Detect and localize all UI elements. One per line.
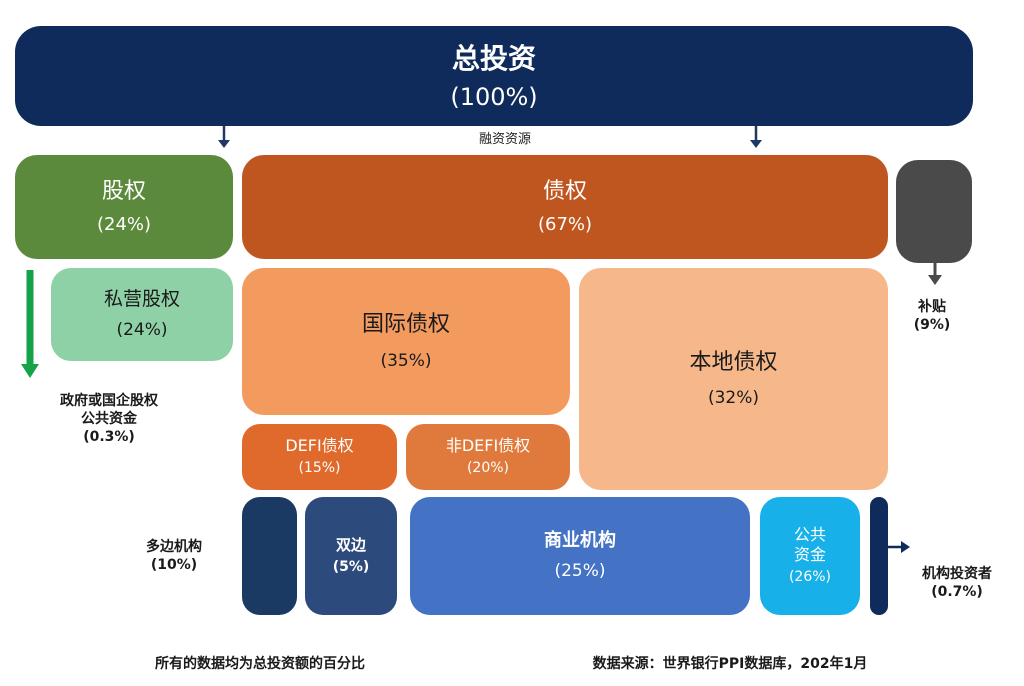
local-debt-title: 本地债权 [689, 349, 778, 375]
arrow-down-icon [928, 263, 942, 285]
public-funds-line2: 资金 [793, 545, 826, 565]
equity-box: 股权 (24%) [15, 155, 233, 259]
commercial-box: 商业机构 (25%) [410, 497, 750, 615]
intl-debt-title: 国际债权 [361, 312, 450, 338]
non-defi-debt-pct: (20%) [466, 460, 510, 477]
private-equity-title: 私营股权 [103, 288, 180, 310]
debt-title: 债权 [542, 179, 587, 204]
arrow-right-icon [888, 541, 910, 553]
subsidy-label: 补贴 (9%) [900, 298, 964, 334]
public-funds-pct: (26%) [788, 569, 832, 586]
arrow-down-icon [218, 126, 230, 148]
private-equity-box: 私营股权 (24%) [51, 268, 233, 361]
equity-title: 股权 [101, 179, 146, 204]
bilateral-pct: (5%) [332, 558, 370, 575]
intl-debt-pct: (35%) [380, 350, 432, 371]
total-investment-pct: (100%) [450, 82, 538, 111]
institutional-bar [870, 497, 888, 615]
local-debt-pct: (32%) [707, 388, 760, 409]
subsidy-title: 补贴 [918, 299, 946, 315]
non-defi-debt-title: 非DEFI债权 [445, 436, 531, 456]
arrow-down-icon [750, 126, 762, 148]
debt-box: 债权 (67%) [242, 155, 888, 259]
multilateral-title: 多边机构 [146, 539, 202, 555]
gov-equity-line2: 公共资金 [81, 411, 137, 428]
debt-pct: (67%) [537, 213, 593, 235]
private-equity-pct: (24%) [116, 319, 168, 340]
footer-note: 所有的数据均为总投资额的百分比 [155, 656, 365, 672]
source-label: 融资资源 [478, 132, 531, 147]
defi-debt-box: DEFI债权 (15%) [242, 424, 397, 490]
arrow-down-icon [21, 270, 39, 378]
gov-equity-pct: (0.3%) [83, 429, 135, 446]
subsidy-pct: (9%) [913, 317, 951, 334]
multilateral-label: 多边机构 (10%) [126, 538, 222, 574]
footer-source: 数据来源：世界银行PPI数据库，202年1月 [592, 656, 868, 672]
multilateral-box [242, 497, 297, 615]
total-investment-title: 总投资 [451, 41, 536, 75]
public-funds-line1: 公共 [793, 525, 826, 545]
intl-debt-box: 国际债权 (35%) [242, 268, 570, 415]
public-funds-box: 公共 资金 (26%) [760, 497, 860, 615]
institutional-title: 机构投资者 [922, 566, 992, 582]
gov-equity-label: 政府或国企股权 公共资金 (0.3%) [24, 392, 194, 447]
multilateral-pct: (10%) [150, 557, 198, 574]
equity-pct: (24%) [96, 213, 152, 235]
gov-equity-line1: 政府或国企股权 [60, 393, 158, 409]
non-defi-debt-box: 非DEFI债权 (20%) [406, 424, 570, 490]
commercial-title: 商业机构 [544, 530, 616, 552]
bilateral-box: 双边 (5%) [305, 497, 397, 615]
commercial-pct: (25%) [554, 560, 606, 581]
institutional-label: 机构投资者 (0.7%) [902, 565, 1012, 601]
defi-debt-title: DEFI债权 [285, 436, 354, 456]
subsidy-box [896, 160, 972, 263]
local-debt-box: 本地债权 (32%) [579, 268, 888, 490]
total-investment-box: 总投资 (100%) [15, 26, 973, 126]
institutional-pct: (0.7%) [931, 584, 983, 601]
defi-debt-pct: (15%) [298, 460, 341, 477]
bilateral-title: 双边 [335, 535, 366, 554]
